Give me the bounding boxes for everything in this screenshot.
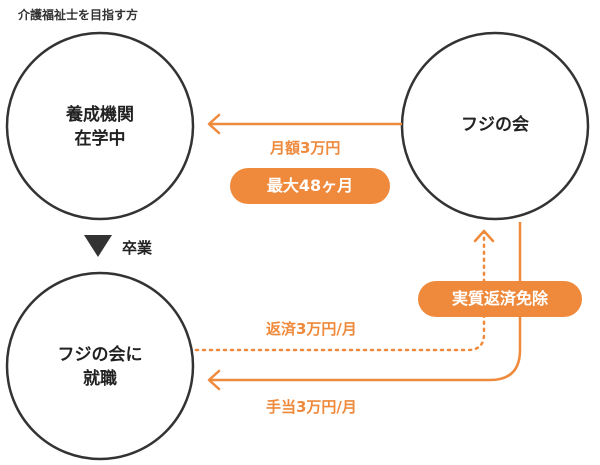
repayment-label: 返済3万円/月 [266, 320, 357, 338]
fuji-circle [400, 31, 590, 221]
allowance-arrow-head [207, 369, 221, 391]
graduation-triangle [84, 235, 112, 257]
employed-line2: 就職 [83, 368, 117, 389]
employed-circle [5, 271, 195, 461]
monthly-amount-label: 月額3万円 [270, 139, 341, 157]
page-heading: 介護福祉士を目指す方 [18, 8, 139, 22]
school-line2: 在学中 [74, 128, 126, 149]
exemption-badge: 実質返済免除 [418, 281, 582, 317]
school-line1: 養成機関 [66, 105, 134, 125]
max-months-badge: 最大48ヶ月 [230, 168, 390, 204]
fuji-node-label: フジの会 [461, 115, 529, 135]
employed-node-label: フジの会に 就職 [30, 344, 170, 392]
graduation-label: 卒業 [122, 239, 153, 257]
allowance-arrow [210, 222, 522, 382]
repayment-arrow [194, 230, 486, 352]
employed-line1: フジの会に [57, 345, 143, 365]
school-circle [5, 31, 195, 221]
support-arrow-head [207, 113, 221, 135]
allowance-label: 手当3万円/月 [266, 398, 357, 416]
school-node-label: 養成機関 在学中 [30, 104, 170, 152]
repayment-arrow-head [473, 229, 495, 243]
